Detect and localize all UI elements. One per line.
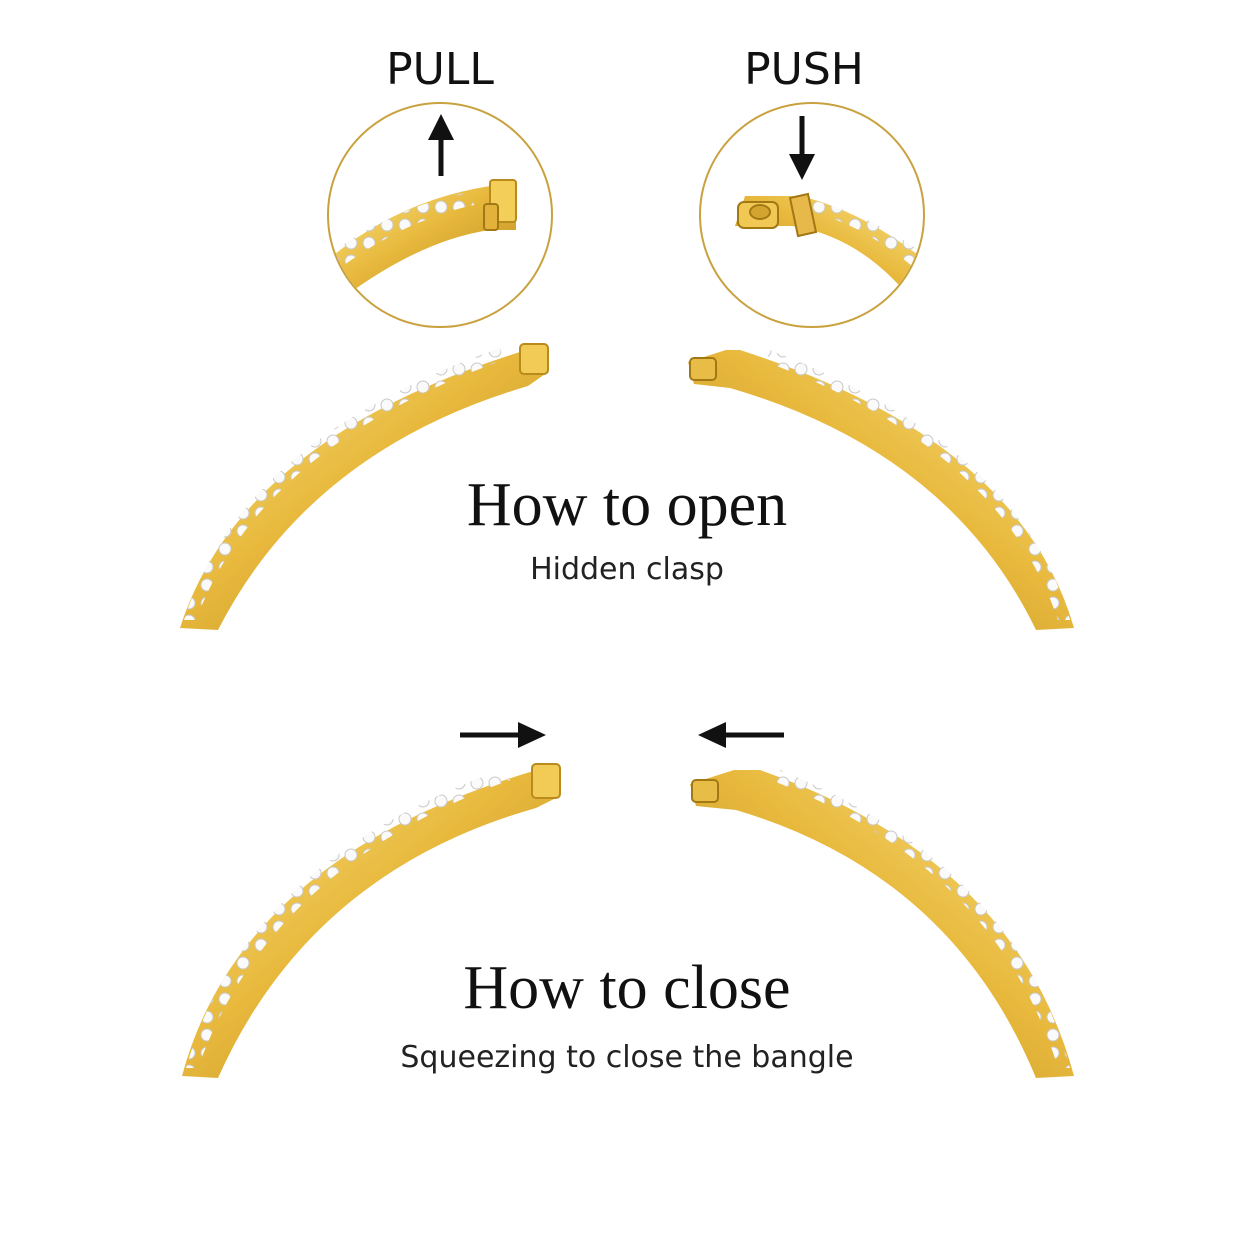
push-zoom-circle xyxy=(699,102,925,328)
pull-zoom-circle xyxy=(327,102,553,328)
arrow-up-icon xyxy=(428,114,454,176)
arrow-right-icon xyxy=(460,722,546,748)
arrow-down-icon xyxy=(789,116,815,180)
open-subtitle: Hidden clasp xyxy=(530,552,724,587)
close-title: How to close xyxy=(463,954,791,1022)
open-right-bangle-half xyxy=(688,350,1074,630)
push-label: PUSH xyxy=(744,44,864,95)
close-left-bangle-half xyxy=(182,763,561,1078)
arrow-left-icon xyxy=(698,722,784,748)
pull-label: PULL xyxy=(386,44,494,95)
open-title: How to open xyxy=(466,471,788,539)
open-left-bangle-half xyxy=(180,343,549,630)
close-right-bangle-half xyxy=(690,770,1074,1078)
close-subtitle: Squeezing to close the bangle xyxy=(400,1040,854,1075)
